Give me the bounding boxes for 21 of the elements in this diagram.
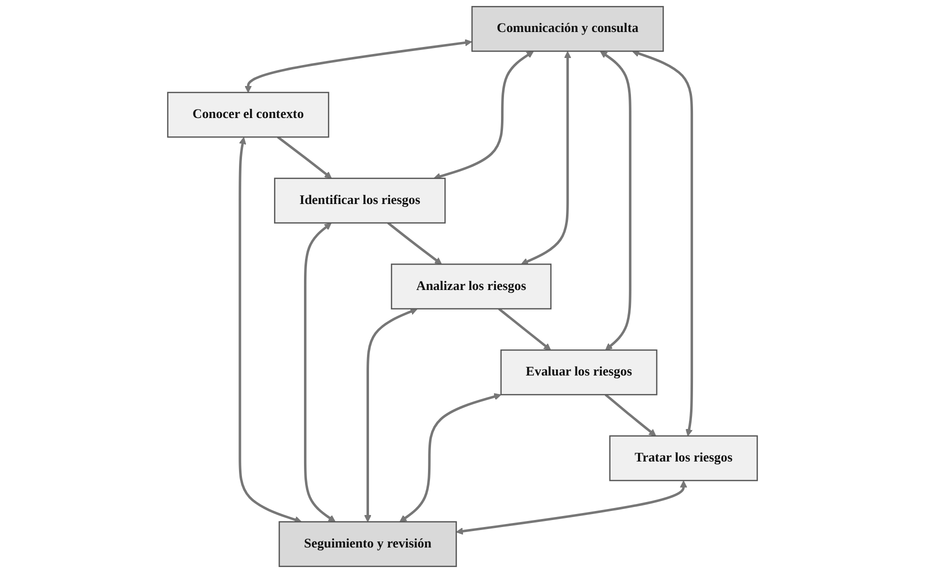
node-box: Conocer el contexto	[167, 92, 330, 138]
node-box: Tratar los riesgos	[609, 435, 758, 482]
arrow	[277, 136, 332, 179]
arrow	[244, 39, 472, 93]
arrow	[456, 480, 688, 535]
arrow	[520, 51, 572, 265]
arrow	[238, 137, 302, 524]
arrow	[364, 308, 418, 522]
arrow	[632, 50, 694, 436]
arrow	[387, 222, 442, 265]
node-box: Evaluar los riesgos	[500, 349, 658, 396]
node-box: Comunicación y consulta	[471, 6, 664, 52]
arrow	[604, 394, 656, 436]
node-box: Identificar los riesgos	[274, 178, 446, 224]
node-box: Seguimiento y revisión	[278, 521, 457, 568]
arrow	[434, 51, 534, 180]
arrow	[498, 308, 552, 350]
arrow	[304, 222, 336, 522]
node-box: Analizar los riesgos	[390, 264, 552, 310]
arrow	[399, 393, 502, 522]
arrow	[600, 51, 632, 350]
